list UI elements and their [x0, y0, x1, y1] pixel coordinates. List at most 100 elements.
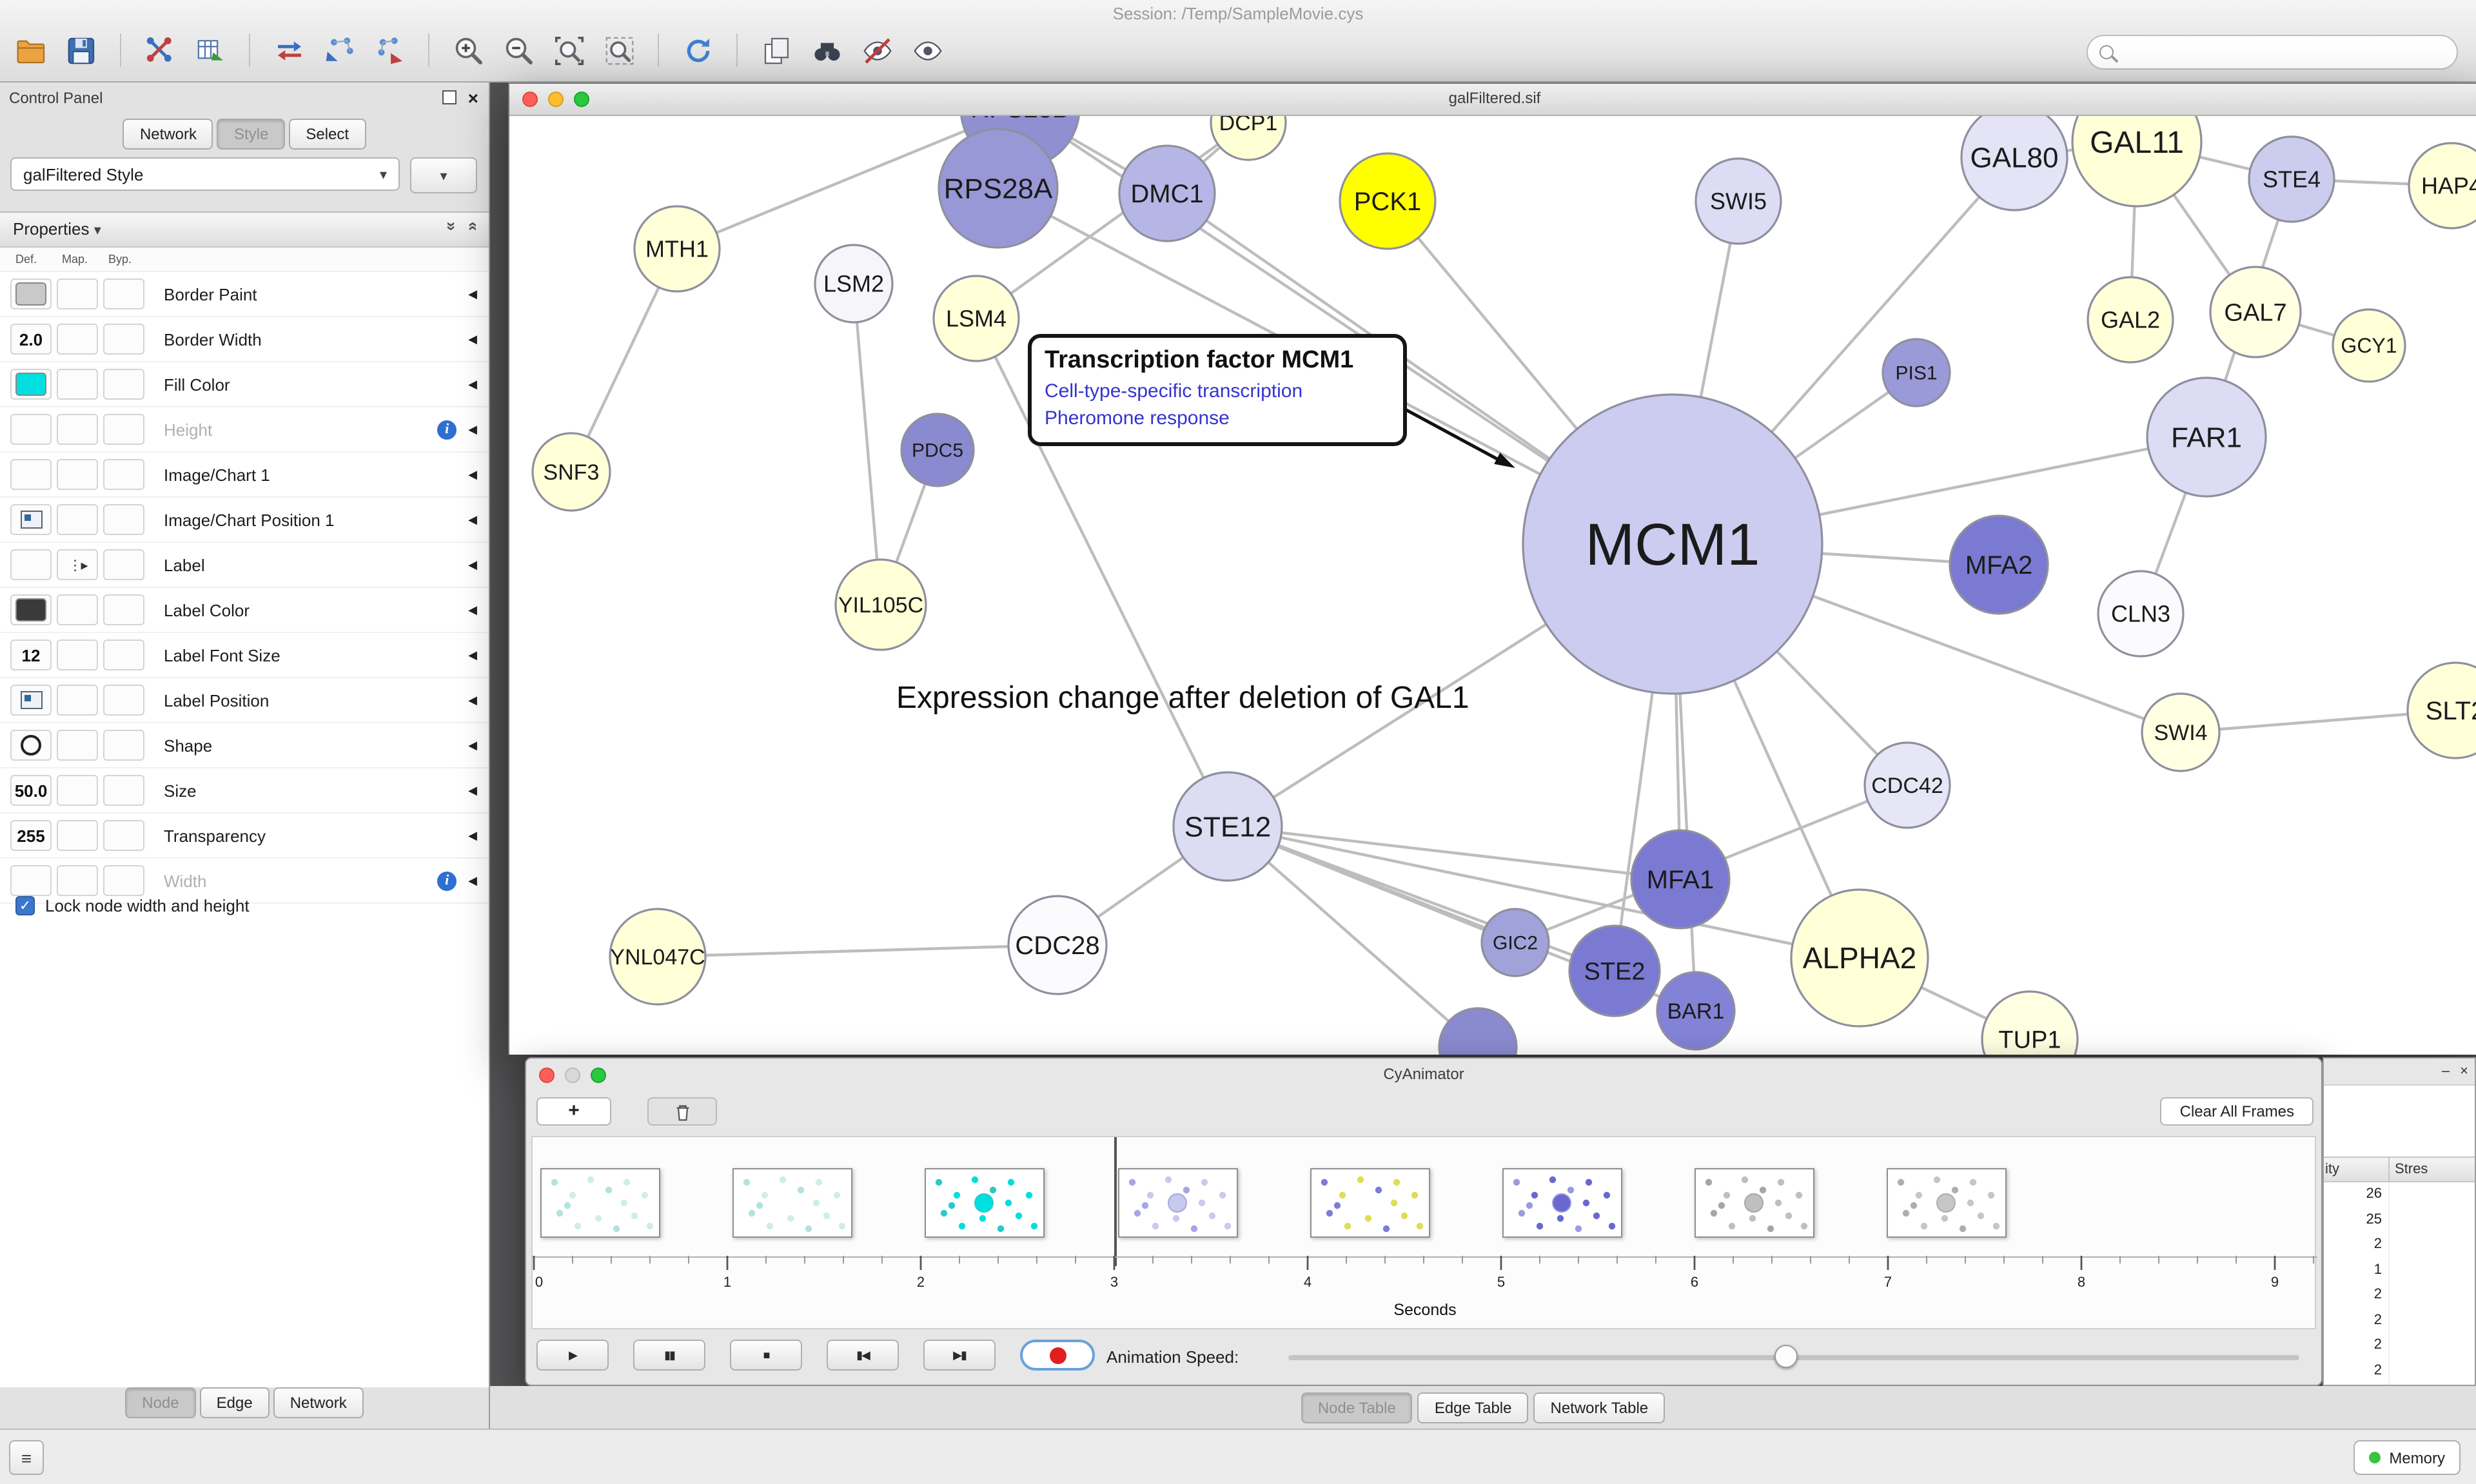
collapse-all-icon[interactable]: »	[461, 221, 481, 231]
table-row[interactable]: 2	[2324, 1283, 2475, 1308]
network-edge[interactable]	[975, 318, 1229, 827]
show-all-icon[interactable]	[904, 27, 950, 73]
hide-selected-icon[interactable]	[854, 27, 900, 73]
bypass-cell[interactable]	[103, 459, 144, 490]
search-input[interactable]	[2121, 42, 2445, 63]
property-row[interactable]: Fill Color◀	[0, 362, 489, 407]
delete-frame-button[interactable]	[647, 1097, 717, 1126]
tab-select[interactable]: Select	[289, 119, 366, 150]
skip-to-start-button[interactable]: ▮◀	[827, 1340, 899, 1371]
network-node-FAR1[interactable]	[2146, 376, 2267, 498]
tab-node-table[interactable]: Node Table	[1301, 1392, 1413, 1423]
network-edge[interactable]	[975, 121, 1250, 320]
minimize-window-icon[interactable]	[548, 92, 564, 107]
network-node-YIL105C[interactable]	[834, 558, 927, 651]
style-selector[interactable]: galFiltered Style ▾	[10, 157, 400, 191]
network-node-GAL11[interactable]	[2071, 116, 2203, 208]
mapping-cell[interactable]	[57, 730, 98, 761]
network-window-titlebar[interactable]: galFiltered.sif	[509, 84, 2476, 116]
network-node-TUP1[interactable]	[1981, 990, 2079, 1055]
table-row[interactable]: 2	[2324, 1308, 2475, 1333]
table-row[interactable]: 25	[2324, 1207, 2475, 1233]
zoom-in-icon[interactable]	[445, 27, 491, 73]
expand-arrow-icon[interactable]: ◀	[468, 874, 477, 886]
pause-button[interactable]: ▮▮	[633, 1340, 705, 1371]
network-node-BAR1[interactable]	[1656, 971, 1736, 1051]
frame-thumbnail-8[interactable]	[1887, 1168, 2007, 1238]
table-column-header[interactable]: Stres	[2395, 1162, 2428, 1177]
frame-thumbnail-1[interactable]	[540, 1168, 660, 1238]
bypass-cell[interactable]	[103, 730, 144, 761]
network-node-SWI5[interactable]	[1695, 157, 1782, 245]
bypass-cell[interactable]	[103, 414, 144, 445]
bypass-cell[interactable]	[103, 685, 144, 716]
close-window-icon[interactable]	[539, 1068, 555, 1083]
frame-thumbnail-4[interactable]	[1117, 1168, 1238, 1238]
network-node-LSM4[interactable]	[932, 275, 1020, 362]
mapping-cell[interactable]	[57, 324, 98, 355]
zoom-selected-icon[interactable]	[596, 27, 642, 73]
property-row[interactable]: ⋮▸Label◀	[0, 543, 489, 588]
frame-thumbnail-7[interactable]	[1695, 1168, 1815, 1238]
info-icon[interactable]: i	[437, 871, 457, 890]
expand-arrow-icon[interactable]: ◀	[468, 377, 477, 390]
tab-network-table[interactable]: Network Table	[1533, 1392, 1665, 1423]
mapping-cell[interactable]	[57, 459, 98, 490]
network-node-GCY1[interactable]	[2332, 308, 2406, 383]
minimize-panel-icon[interactable]: –	[2441, 1064, 2450, 1079]
default-value-cell[interactable]	[10, 549, 52, 580]
network-node-SWI4[interactable]	[2141, 692, 2221, 772]
expand-arrow-icon[interactable]: ◀	[468, 693, 477, 706]
network-node-SLT2[interactable]	[2406, 661, 2476, 759]
default-value-cell[interactable]: 50.0	[10, 775, 52, 806]
default-value-cell[interactable]	[10, 594, 52, 625]
bypass-cell[interactable]	[103, 820, 144, 851]
expand-arrow-icon[interactable]: ◀	[468, 783, 477, 796]
frame-thumbnail-5[interactable]	[1310, 1168, 1430, 1238]
stop-button[interactable]: ■	[730, 1340, 802, 1371]
mapping-cell[interactable]	[57, 504, 98, 535]
network-edge[interactable]	[657, 943, 1058, 959]
property-row[interactable]: Label Color◀	[0, 588, 489, 633]
clear-all-frames-button[interactable]: Clear All Frames	[2160, 1097, 2314, 1126]
network-node-LSM2[interactable]	[814, 244, 894, 324]
bypass-cell[interactable]	[103, 278, 144, 309]
frame-thumbnail-2[interactable]	[732, 1168, 853, 1238]
network-edge[interactable]	[676, 116, 1020, 251]
table-row[interactable]: 26	[2324, 1182, 2475, 1207]
lock-size-checkbox[interactable]: ✓	[15, 896, 35, 915]
property-row[interactable]: Border Paint◀	[0, 272, 489, 317]
zoom-out-icon[interactable]	[495, 27, 542, 73]
network-node-MCM1[interactable]	[1522, 393, 1823, 695]
default-value-cell[interactable]	[10, 730, 52, 761]
float-panel-icon[interactable]	[442, 90, 457, 104]
network-node-STE12[interactable]	[1172, 771, 1283, 882]
minimize-window-icon[interactable]	[565, 1068, 580, 1083]
bypass-cell[interactable]	[103, 639, 144, 670]
mapping-cell[interactable]: ⋮▸	[57, 549, 98, 580]
network-node-MFA2[interactable]	[1949, 514, 2049, 615]
style-options-button[interactable]: ▾	[410, 157, 477, 193]
import-network-icon[interactable]	[316, 27, 362, 73]
network-node-HAP4[interactable]	[2408, 142, 2476, 229]
skip-to-end-button[interactable]: ▶▮	[923, 1340, 996, 1371]
default-value-cell[interactable]	[10, 459, 52, 490]
network-node-CDC42[interactable]	[1863, 741, 1951, 829]
expand-arrow-icon[interactable]: ◀	[468, 648, 477, 661]
mapping-cell[interactable]	[57, 685, 98, 716]
zoom-window-icon[interactable]	[574, 92, 589, 107]
speed-slider-handle[interactable]	[1774, 1345, 1798, 1368]
network-edge[interactable]	[1227, 825, 1860, 960]
mapping-cell[interactable]	[57, 369, 98, 400]
default-value-cell[interactable]	[10, 504, 52, 535]
bypass-cell[interactable]	[103, 504, 144, 535]
annotation-link[interactable]: Pheromone response	[1045, 407, 1230, 429]
network-node-GIC2[interactable]	[1480, 908, 1550, 977]
search-box[interactable]	[2087, 35, 2458, 70]
property-row[interactable]: Image/Chart Position 1◀	[0, 498, 489, 543]
network-node-DMC1[interactable]	[1118, 144, 1216, 242]
